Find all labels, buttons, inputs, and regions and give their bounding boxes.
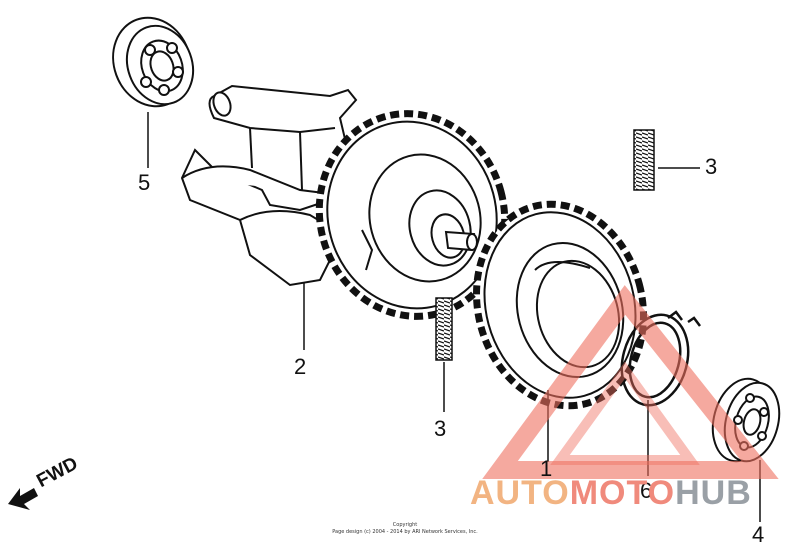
stud-lower [435, 297, 453, 361]
copyright-notice: Copyright Page design (c) 2004 - 2014 by… [300, 522, 510, 536]
copyright-line-2: Page design (c) 2004 - 2014 by ARI Netwo… [332, 529, 478, 535]
callout-2: 2 [294, 354, 307, 379]
watermark-triangle [482, 285, 779, 479]
callout-3-lower: 3 [434, 416, 447, 441]
arrow-icon [8, 488, 38, 510]
logo-part-hub: HUB [675, 474, 752, 512]
logo-part-moto: MOTO [569, 474, 676, 512]
callout-3-upper: 3 [705, 154, 718, 179]
bearing-top [112, 16, 195, 108]
forward-direction-indicator: FWD [4, 452, 104, 512]
stud-upper [633, 129, 655, 191]
callout-5: 5 [138, 170, 151, 195]
watermark-logo: AUTOMOTOHUB [470, 474, 752, 513]
driven-gear-large [315, 110, 509, 320]
logo-part-auto: AUTO [470, 474, 570, 512]
copyright-line-1: Copyright [392, 522, 418, 528]
callout-1: 1 [540, 456, 553, 481]
balancer-shaft [180, 84, 358, 287]
callout-4: 4 [752, 522, 765, 547]
callout-6: 6 [640, 478, 653, 503]
